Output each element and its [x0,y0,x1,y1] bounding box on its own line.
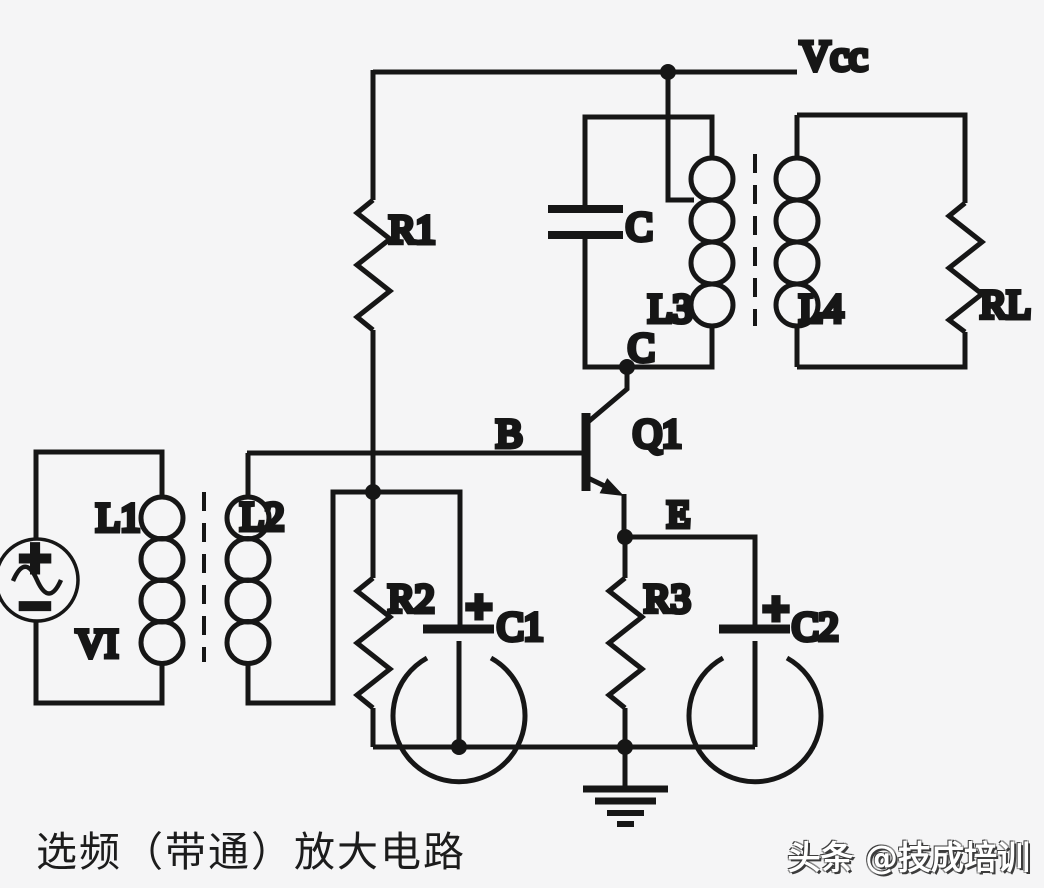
output-top-wire [797,112,968,203]
base-label: B [496,411,523,456]
q1-emitter-arrow [599,478,624,496]
r1-zigzag [352,198,395,332]
coil-turn [688,281,736,329]
coil-turn [138,577,186,625]
coil-turn [688,155,736,203]
coil-turn [224,577,272,625]
coil-turn [773,197,821,245]
ac-source-vi: + − VI [0,530,121,669]
l4-label: L4 [799,286,843,331]
l2-label: L2 [240,494,284,539]
c2-polarity-plus: + [761,588,791,629]
capacitor-c1: + C1 [373,489,546,785]
collector-label: C [628,325,655,370]
c2-top-lead [625,534,758,625]
resistor-rl: RL [944,201,1034,334]
coil-turn [688,197,736,245]
c1-polarity-plus: + [464,586,494,627]
r3-zigzag [604,576,647,710]
tank-top-wire [582,114,715,205]
tank-circuit-wiring [582,114,715,370]
r2-label: R2 [388,576,435,621]
coil-turn [773,155,821,203]
source-circle [0,537,80,623]
inductor-l3: L3 [646,155,736,334]
vi-label: VI [76,621,118,666]
c2-label: C2 [792,604,839,649]
l2-bottom-wire [245,489,373,706]
r3-label: R3 [644,576,691,621]
diagram-title: 选频（带通）放大电路 [36,829,466,875]
ground-symbol [583,747,668,827]
tank-bottom-wire [582,239,715,370]
q1-collector-lead [586,367,630,424]
coil-turn [138,536,186,583]
resistor-r2: R2 [352,492,437,747]
input-loop-wiring [33,449,165,706]
source-minus-sign: − [17,580,54,631]
l1-label: L1 [96,495,140,540]
capacitor-c2: + C2 [625,534,841,785]
watermark-text: 头条 @技成培训 [787,838,1031,877]
coil-turn [224,536,272,583]
power-rail: Vcc [373,32,870,83]
coil-turn [224,619,272,666]
inductor-l1: L1 [94,493,186,666]
rl-zigzag [944,201,987,334]
c1-curved-electrode [390,655,528,785]
transistor-q1: Q1 B E [494,367,693,539]
input-bottom-wire [33,620,165,706]
vcc-label: Vcc [800,34,868,80]
c1-top-lead [373,489,463,625]
l3-label: L3 [648,286,692,331]
c1-label: C1 [497,604,544,649]
resistor-r3: R3 [604,537,693,747]
coil-turn [688,239,736,287]
c2-curved-electrode [686,655,824,785]
resistor-r1: R1 [352,70,438,492]
capacitor-c: C [548,202,655,252]
coil-turn [138,494,186,542]
c-label: C [626,204,653,249]
input-top-wire [33,449,165,540]
output-loop-wiring [797,112,968,370]
inductor-l2: L2 [224,453,373,706]
r2-zigzag [352,576,395,710]
coil-turn [773,239,821,287]
sine-wave-icon [10,564,64,596]
coil-turn [138,619,186,666]
emitter-label: E [667,494,690,536]
q1-label: Q1 [633,411,682,456]
source-plus-sign: + [17,532,54,583]
rl-label: RL [980,282,1031,327]
output-bottom-wire [797,332,968,370]
r1-label: R1 [389,207,436,252]
inductor-l4: L4 [773,115,846,367]
